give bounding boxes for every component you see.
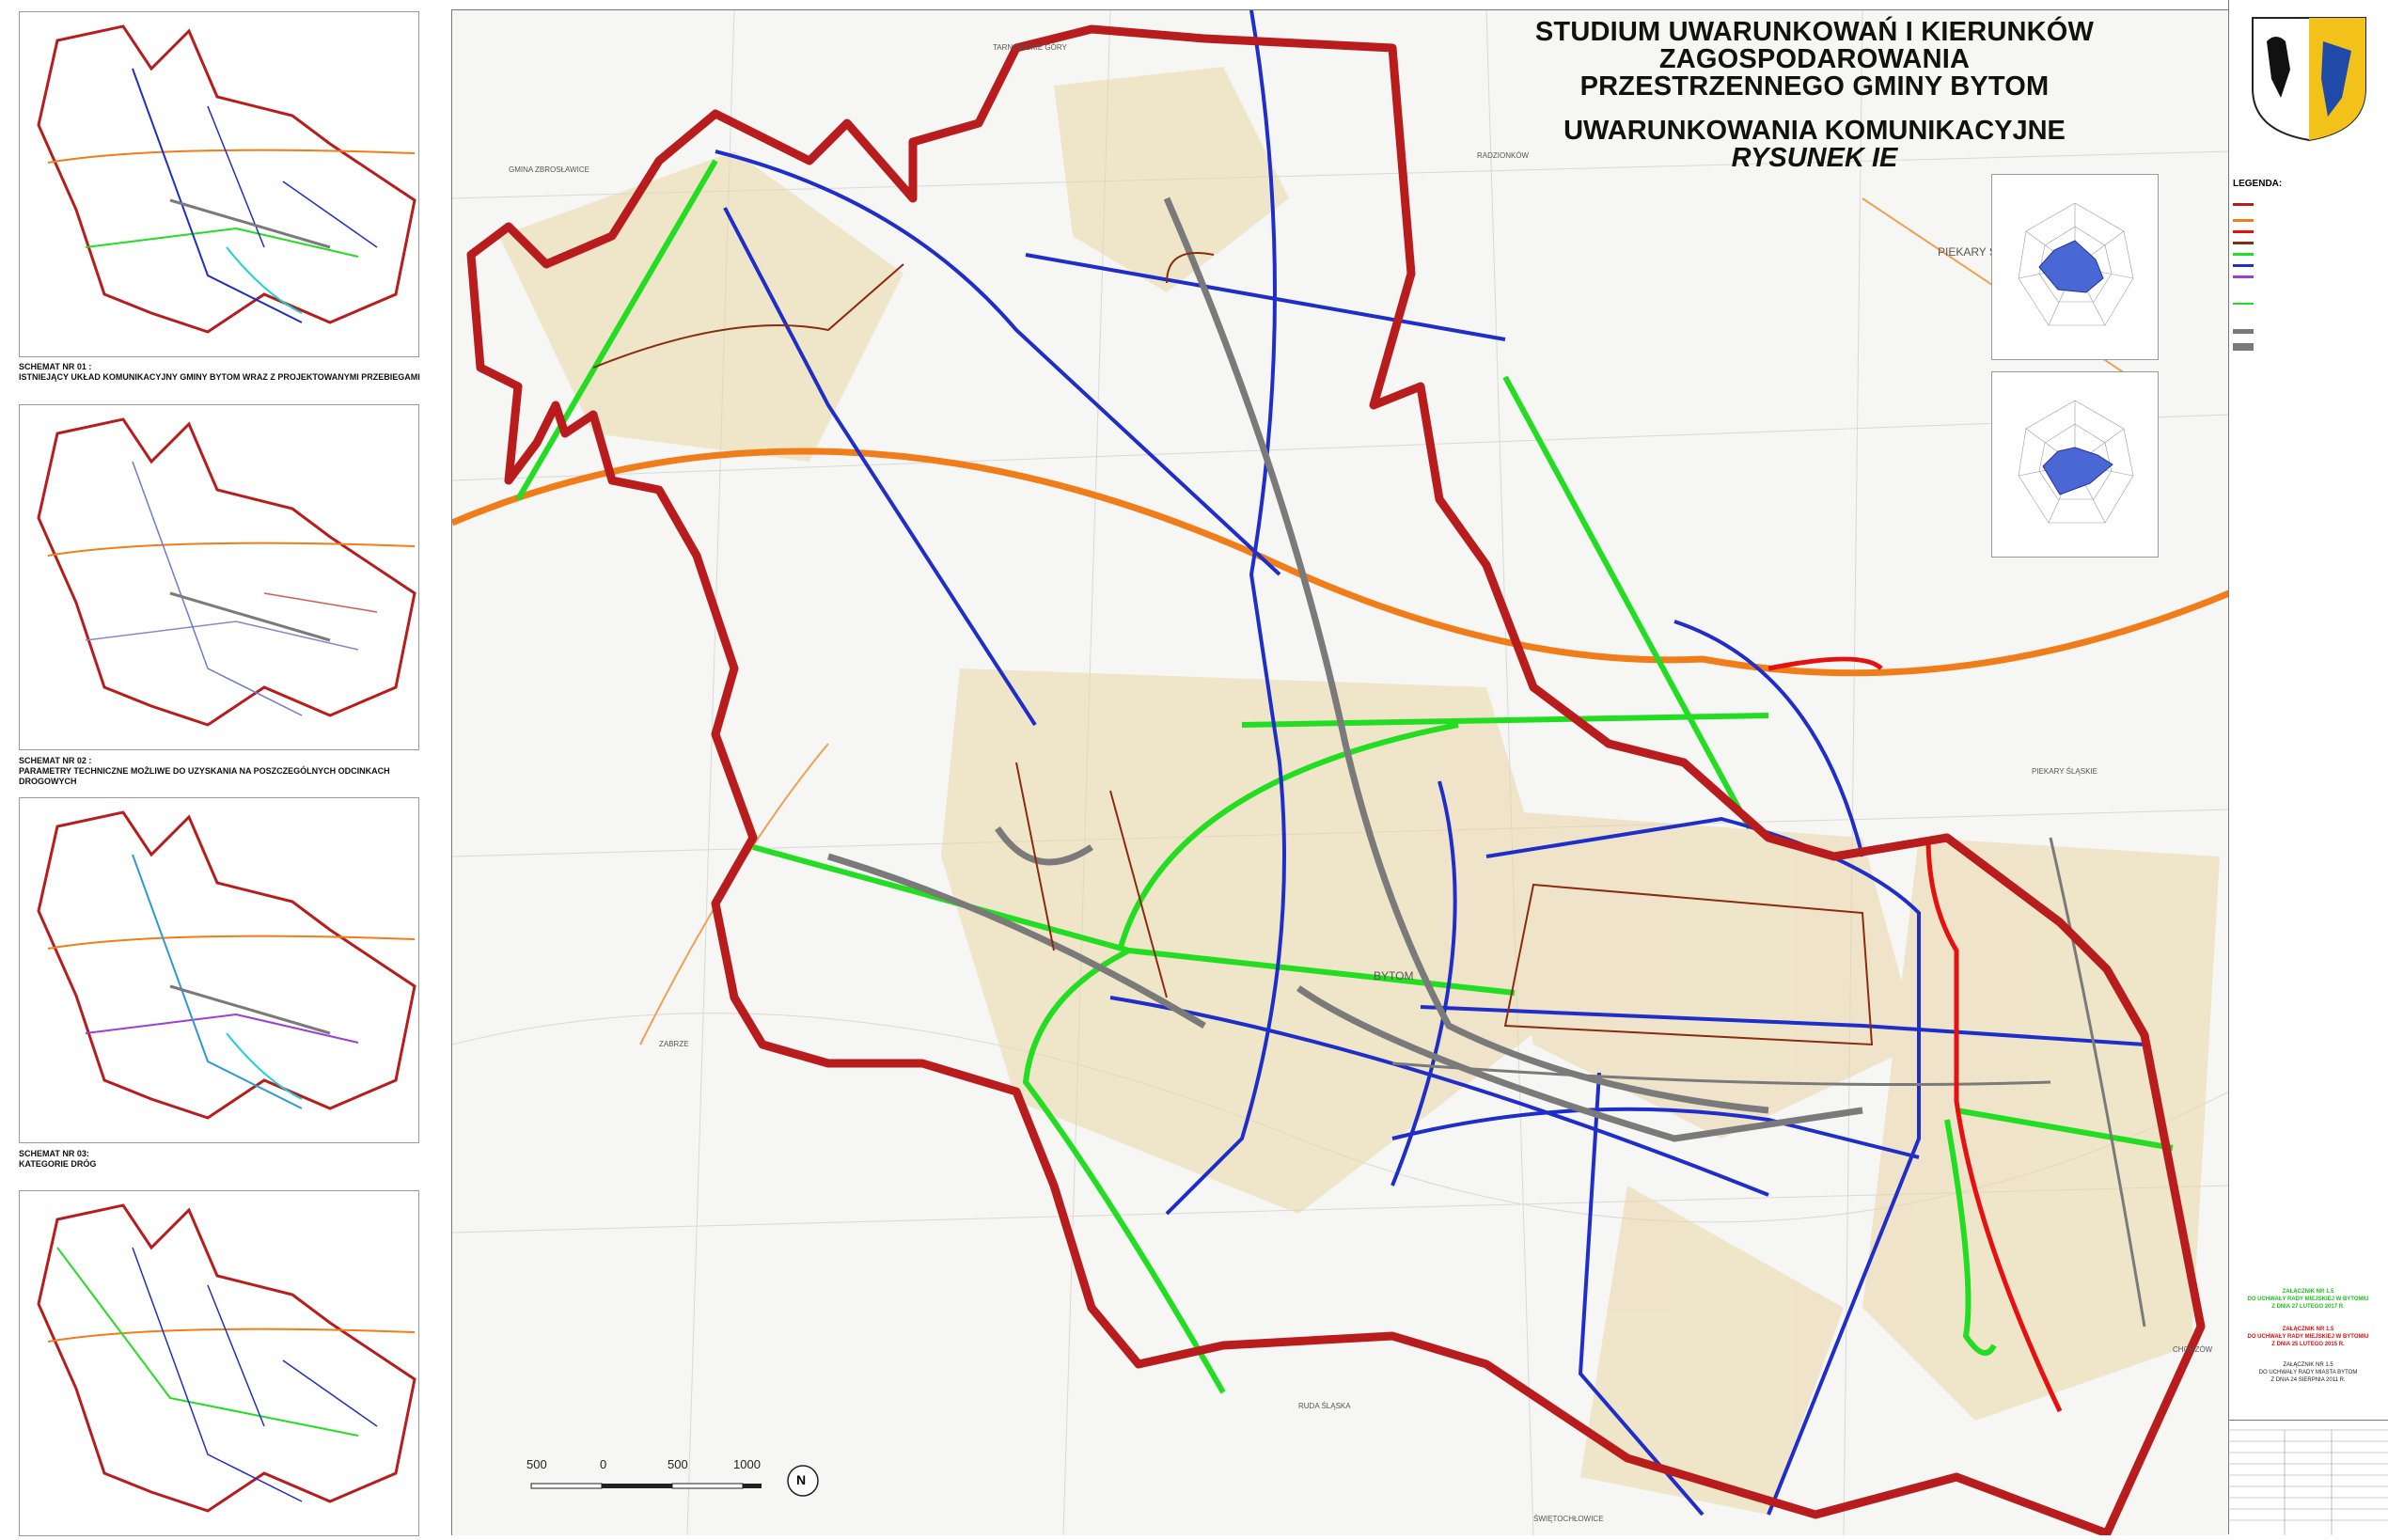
scale-tick-0: 500 [526, 1457, 547, 1471]
radar-chart-1 [1991, 174, 2159, 360]
scale-tick-3: 1000 [733, 1457, 761, 1471]
note-red-3: Z DNIA 25 LUTEGO 2015 R. [2271, 1342, 2345, 1347]
title-line-3: UWARUNKOWANIA KOMUNIKACYJNE [1563, 116, 2066, 146]
label-radzionkow: RADZIONKÓW [1477, 151, 1530, 160]
legend-boundary [2233, 202, 2257, 208]
title-block: STUDIUM UWARUNKOWAŃ I KIERUNKÓW ZAGOSPOD… [1401, 19, 2228, 172]
note-black: ZAŁĄCZNIK NR 1.5 DO UCHWAŁY RADY MIASTA … [2238, 1361, 2379, 1384]
legend-green-dashed [2233, 301, 2257, 306]
title-table-grid [2228, 1429, 2388, 1535]
schema-01-svg [37, 24, 416, 334]
schema-02-description: PARAMETRY TECHNICZNE MOŻLIWE DO UZYSKANI… [19, 766, 390, 786]
schema-03-number: SCHEMAT NR 03: [19, 1149, 89, 1158]
title-table [2228, 1420, 2388, 1535]
scale-bar-graphic [530, 1465, 819, 1497]
note-red-1: ZAŁĄCZNIK NR 1.5 [2282, 1327, 2334, 1332]
label-swietochlowice: ŚWIĘTOCHŁOWICE [1533, 1515, 1604, 1523]
schema-01-caption: SCHEMAT NR 01 : ISTNIEJĄCY UKŁAD KOMUNIK… [19, 362, 432, 383]
label-ruda: RUDA ŚLĄSKA [1298, 1402, 1351, 1410]
schema-03-description: KATEGORIE DRÓG [19, 1159, 97, 1169]
swatch-boundary [2233, 203, 2254, 207]
scale-tick-1: 0 [600, 1457, 607, 1471]
swatch-green-road [2233, 253, 2254, 257]
note-black-3: Z DNIA 24 SIERPNIA 2011 R. [2270, 1377, 2346, 1383]
swatch-motorway [2233, 219, 2254, 223]
label-zabrze: ZABRZE [659, 1040, 689, 1048]
legend-brown-road [2233, 241, 2257, 246]
note-black-2: DO UCHWAŁY RADY MIASTA BYTOM [2258, 1370, 2358, 1375]
schema-01-number: SCHEMAT NR 01 : [19, 362, 92, 371]
legend-violet-road [2233, 275, 2257, 280]
title-line-1: STUDIUM UWARUNKOWAŃ I KIERUNKÓW ZAGOSPOD… [1534, 17, 2095, 74]
legend-title: LEGENDA: [2233, 179, 2283, 189]
schema-02-svg [37, 417, 416, 727]
title-line-4: RYSUNEK IE [1731, 143, 1898, 173]
label-tarnowskie: TARNOWSKIE GÓRY [993, 43, 1067, 52]
swatch-brown-road [2233, 242, 2254, 245]
note-red-2: DO UCHWAŁY RADY MIEJSKIEJ W BYTOMIU [2247, 1334, 2369, 1340]
schema-02-number: SCHEMAT NR 02 : [19, 756, 92, 765]
legend-red-road [2233, 229, 2257, 235]
swatch-rail [2233, 329, 2254, 335]
scale-bar: 500 0 500 1000 N [526, 1457, 846, 1504]
note-red: ZAŁĄCZNIK NR 1.5 DO UCHWAŁY RADY MIEJSKI… [2238, 1326, 2379, 1348]
note-green-3: Z DNIA 27 LUTEGO 2017 R. [2271, 1304, 2345, 1310]
schema-01-description: ISTNIEJĄCY UKŁAD KOMUNIKACYJNY GMINY BYT… [19, 372, 420, 382]
legend-motorway [2233, 218, 2257, 224]
legend-blue-road [2233, 263, 2257, 269]
schema-02-map [19, 404, 419, 750]
schema-02-caption: SCHEMAT NR 02 : PARAMETRY TECHNICZNE MOŻ… [19, 756, 432, 787]
legend-panel [2228, 0, 2388, 1534]
schema-01-map [19, 11, 419, 357]
label-zbroslawice: GMINA ZBROSŁAWICE [509, 165, 589, 174]
legend-rail [2233, 329, 2257, 335]
swatch-green-dashed [2233, 302, 2254, 305]
main-map-svg [452, 10, 2229, 1535]
radar-chart-1-svg [2018, 202, 2134, 326]
note-green-2: DO UCHWAŁY RADY MIEJSKIEJ W BYTOMIU [2247, 1296, 2369, 1302]
radar-chart-2-svg [2018, 400, 2134, 524]
schema-03-caption: SCHEMAT NR 03: KATEGORIE DRÓG [19, 1149, 432, 1170]
north-arrow-icon: N [796, 1472, 807, 1487]
note-green: ZAŁĄCZNIK NR 1.5 DO UCHWAŁY RADY MIEJSKI… [2238, 1288, 2379, 1311]
label-piekary-2: PIEKARY ŚLĄSKIE [2032, 767, 2097, 776]
coat-of-arms-icon [2252, 17, 2366, 142]
note-black-1: ZAŁĄCZNIK NR 1.5 [2283, 1362, 2333, 1368]
swatch-violet-road [2233, 275, 2254, 279]
swatch-rail-2 [2233, 343, 2254, 351]
note-green-1: ZAŁĄCZNIK NR 1.5 [2282, 1289, 2334, 1295]
schema-04-map [19, 1190, 419, 1536]
schema-04-svg [37, 1203, 416, 1513]
schema-03-map [19, 797, 419, 1143]
swatch-red-road [2233, 230, 2254, 234]
schema-03-svg [37, 810, 416, 1120]
radar-chart-2 [1991, 371, 2159, 558]
title-line-2: PRZESTRZENNEGO GMINY BYTOM [1579, 71, 2050, 102]
main-map[interactable]: BYTOM PIEKARY ŚLĄSKIE PIEKARY ŚLĄSKIE ZA… [451, 9, 2229, 1535]
label-bytom: BYTOM [1374, 969, 1414, 982]
legend-green-road [2233, 252, 2257, 258]
label-chorzow: CHORZÓW [2173, 1345, 2213, 1354]
legend-rail-2 [2233, 343, 2257, 351]
scale-tick-2: 500 [668, 1457, 688, 1471]
swatch-blue-road [2233, 264, 2254, 268]
schema-panel: SCHEMAT NR 01 : ISTNIEJĄCY UKŁAD KOMUNIK… [0, 0, 442, 1536]
